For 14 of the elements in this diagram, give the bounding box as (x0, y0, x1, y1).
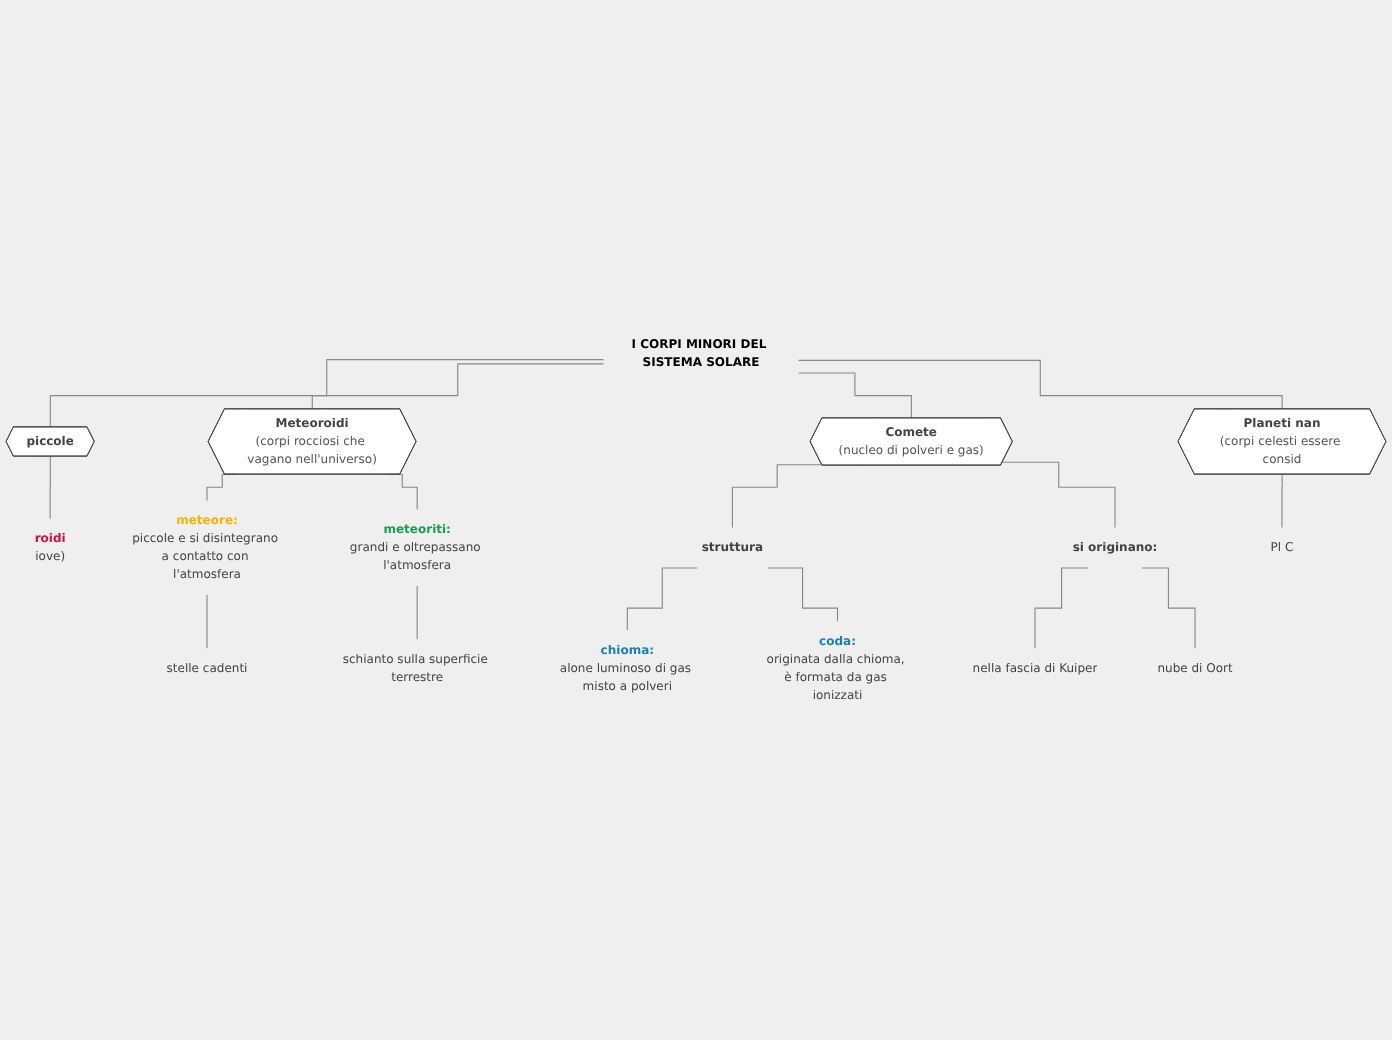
connector (311, 363, 604, 410)
connector (1141, 567, 1196, 649)
connector (49, 456, 52, 520)
connector (767, 567, 839, 622)
connector (1001, 461, 1116, 529)
connector (49, 359, 604, 428)
connector (626, 567, 698, 631)
connector (798, 372, 913, 419)
connector (731, 464, 823, 529)
connector (798, 359, 1283, 410)
connector (1034, 567, 1089, 649)
connector (416, 585, 418, 640)
connector (206, 594, 208, 649)
connector (1281, 474, 1283, 529)
